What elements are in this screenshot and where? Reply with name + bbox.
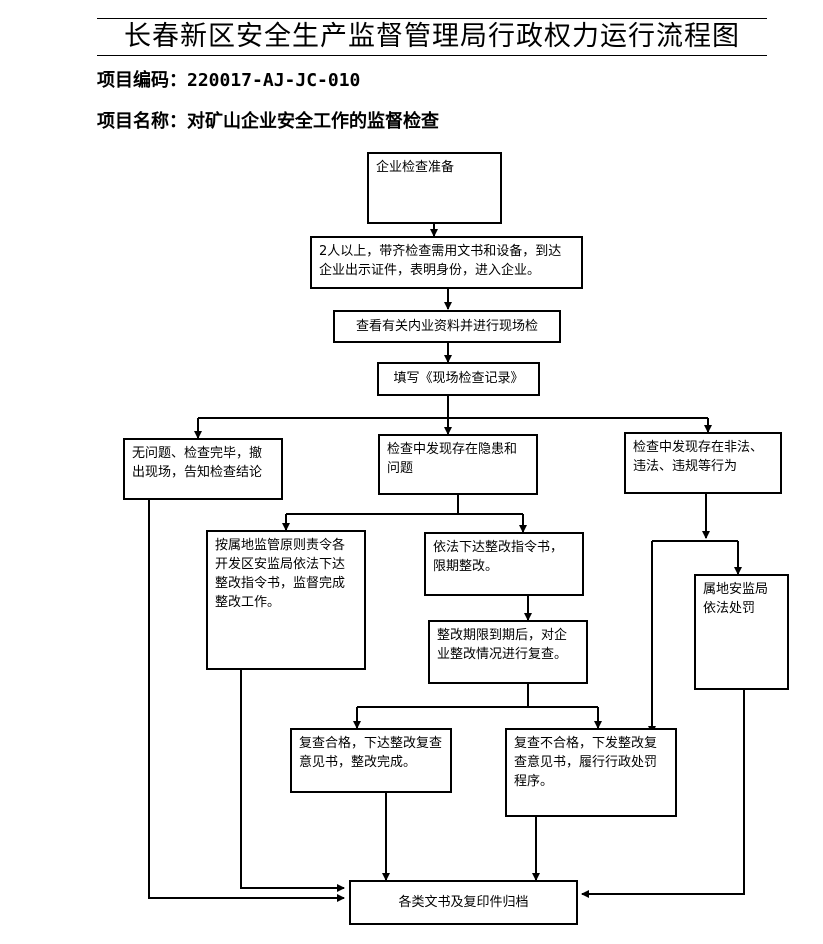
step-rectify-order: 依法下达整改指令书，限期整改。 bbox=[424, 532, 584, 596]
result-recheck-fail: 复查不合格，下发整改复查意见书，履行行政处罚程序。 bbox=[505, 728, 677, 817]
project-name-value: 对矿山企业安全工作的监督检查 bbox=[187, 111, 439, 132]
arrow-no-problem-archive bbox=[148, 500, 345, 902]
project-code-value: 220017-AJ-JC-010 bbox=[187, 70, 361, 91]
arrow-penalty-archive bbox=[581, 690, 745, 898]
step-local-penalty: 属地安监局依法处罚 bbox=[694, 574, 789, 690]
step-recheck: 整改期限到期后，对企业整改情况进行复查。 bbox=[428, 620, 588, 684]
project-code-line: 项目编码：220017-AJ-JC-010 bbox=[97, 66, 360, 92]
result-recheck-pass: 复查合格，下达整改复查意见书，整改完成。 bbox=[290, 728, 452, 793]
step-archive: 各类文书及复印件归档 bbox=[349, 880, 578, 925]
page-title: 长春新区安全生产监督管理局行政权力运行流程图 bbox=[97, 18, 767, 56]
step-arrive: 2人以上，带齐检查需用文书和设备，到达企业出示证件，表明身份，进入企业。 bbox=[310, 236, 583, 289]
step-territorial-order: 按属地监管原则责令各开发区安监局依法下达整改指令书，监督完成整改工作。 bbox=[206, 530, 366, 670]
branch-no-problem: 无问题、检查完毕，撤出现场，告知检查结论 bbox=[123, 438, 283, 500]
step-review-docs: 查看有关内业资料并进行现场检 bbox=[333, 310, 561, 343]
arrow-territorial-archive bbox=[240, 670, 345, 892]
project-name-line: 项目名称：对矿山企业安全工作的监督检查 bbox=[97, 107, 439, 133]
step-fill-record: 填写《现场检查记录》 bbox=[377, 362, 540, 396]
project-name-label: 项目名称： bbox=[97, 111, 187, 132]
step-prepare: 企业检查准备 bbox=[367, 152, 502, 224]
branch-illegal: 检查中发现存在非法、违法、违规等行为 bbox=[624, 432, 782, 494]
project-code-label: 项目编码： bbox=[97, 70, 187, 91]
branch-hazard: 检查中发现存在隐患和问题 bbox=[378, 434, 538, 495]
